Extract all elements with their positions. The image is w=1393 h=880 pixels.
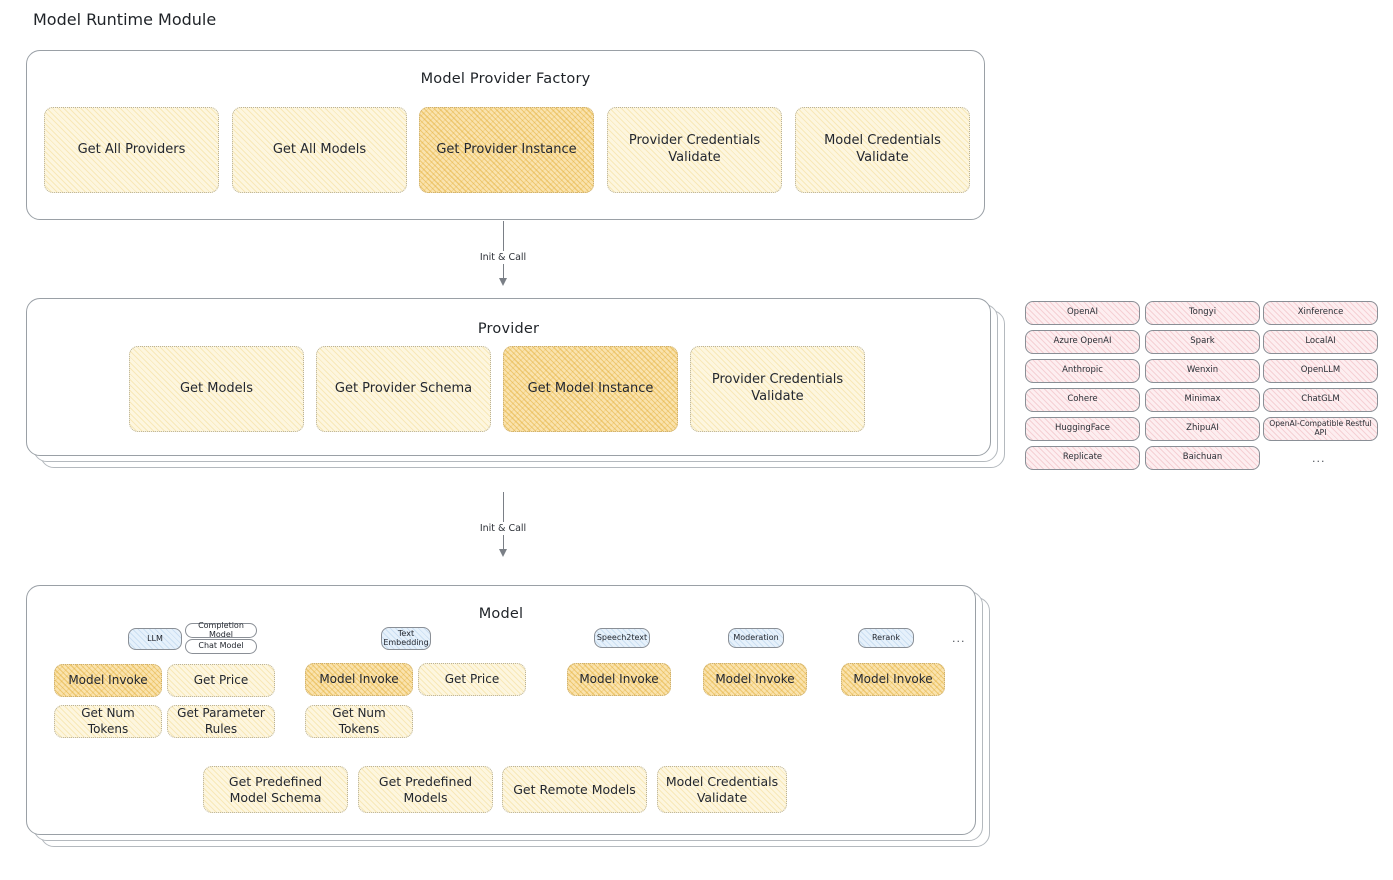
panel-title-provider: Provider bbox=[477, 321, 540, 337]
panel-title-factory: Model Provider Factory bbox=[420, 71, 591, 87]
model-type-chip-moderation[interactable]: Moderation bbox=[728, 628, 784, 648]
provider-chip-tongyi[interactable]: Tongyi bbox=[1145, 301, 1260, 325]
page-title: Model Runtime Module bbox=[33, 10, 217, 29]
provider-chip-cohere[interactable]: Cohere bbox=[1025, 388, 1140, 412]
provider-chip-localai[interactable]: LocalAI bbox=[1263, 330, 1378, 354]
node-text-embedding-get-num-tokens[interactable]: Get Num Tokens bbox=[305, 705, 413, 738]
provider-chip-openllm[interactable]: OpenLLM bbox=[1263, 359, 1378, 383]
provider-chip-anthropic[interactable]: Anthropic bbox=[1025, 359, 1140, 383]
node-get-all-models[interactable]: Get All Models bbox=[232, 107, 407, 193]
provider-chip-replicate[interactable]: Replicate bbox=[1025, 446, 1140, 470]
node-get-provider-instance[interactable]: Get Provider Instance bbox=[419, 107, 594, 193]
node-get-predefined-model-schema[interactable]: Get Predefined Model Schema bbox=[203, 766, 348, 813]
model-type-chip-text-embedding[interactable]: Text Embedding bbox=[381, 627, 431, 650]
node-text-embedding-model-invoke[interactable]: Model Invoke bbox=[305, 663, 413, 696]
provider-chip-xinference[interactable]: Xinference bbox=[1263, 301, 1378, 325]
node-llm-get-parameter-rules[interactable]: Get Parameter Rules bbox=[167, 705, 275, 738]
node-model-credentials-validate[interactable]: Model Credentials Validate bbox=[795, 107, 970, 193]
panel-title-model: Model bbox=[478, 606, 524, 622]
arrow-provider-to-model-line bbox=[503, 492, 504, 550]
provider-chip-openai-compatible-restful-api[interactable]: OpenAI-Compatible Restful API bbox=[1263, 417, 1378, 441]
node-moderation-model-invoke[interactable]: Model Invoke bbox=[703, 663, 807, 696]
provider-chip-baichuan[interactable]: Baichuan bbox=[1145, 446, 1260, 470]
arrow-factory-to-provider-line bbox=[503, 221, 504, 279]
model-type-chip-speech2text[interactable]: Speech2text bbox=[594, 628, 650, 648]
provider-chip-openai[interactable]: OpenAI bbox=[1025, 301, 1140, 325]
arrow-factory-to-provider-head bbox=[499, 278, 507, 286]
provider-chip-chatglm[interactable]: ChatGLM bbox=[1263, 388, 1378, 412]
node-llm-get-price[interactable]: Get Price bbox=[167, 664, 275, 697]
model-subchip-chat-model[interactable]: Chat Model bbox=[185, 639, 257, 654]
arrow-label-init-call-2: Init & Call bbox=[475, 522, 531, 535]
model-type-chip-rerank[interactable]: Rerank bbox=[858, 628, 914, 648]
node-llm-get-num-tokens[interactable]: Get Num Tokens bbox=[54, 705, 162, 738]
model-subchip-completion-model[interactable]: Completion Model bbox=[185, 621, 257, 638]
node-get-model-instance[interactable]: Get Model Instance bbox=[503, 346, 678, 432]
node-get-remote-models[interactable]: Get Remote Models bbox=[502, 766, 647, 813]
provider-chip-azure-openai[interactable]: Azure OpenAI bbox=[1025, 330, 1140, 354]
node-get-all-providers[interactable]: Get All Providers bbox=[44, 107, 219, 193]
node-llm-model-invoke[interactable]: Model Invoke bbox=[54, 664, 162, 697]
model-type-chip-llm[interactable]: LLM bbox=[128, 628, 182, 650]
node-get-models[interactable]: Get Models bbox=[129, 346, 304, 432]
node-model-credentials-validate-3[interactable]: Model Credentials Validate bbox=[657, 766, 787, 813]
provider-chip-huggingface[interactable]: HuggingFace bbox=[1025, 417, 1140, 441]
provider-chip-spark[interactable]: Spark bbox=[1145, 330, 1260, 354]
provider-chip-wenxin[interactable]: Wenxin bbox=[1145, 359, 1260, 383]
node-provider-credentials-validate-2[interactable]: Provider Credentials Validate bbox=[690, 346, 865, 432]
provider-chip-zhipuai[interactable]: ZhipuAI bbox=[1145, 417, 1260, 441]
node-get-predefined-models[interactable]: Get Predefined Models bbox=[358, 766, 493, 813]
node-speech2text-model-invoke[interactable]: Model Invoke bbox=[567, 663, 671, 696]
node-text-embedding-get-price[interactable]: Get Price bbox=[418, 663, 526, 696]
node-get-provider-schema[interactable]: Get Provider Schema bbox=[316, 346, 491, 432]
node-provider-credentials-validate[interactable]: Provider Credentials Validate bbox=[607, 107, 782, 193]
arrow-label-init-call-1: Init & Call bbox=[475, 251, 531, 264]
provider-list-more-ellipsis: ... bbox=[1312, 452, 1326, 465]
node-rerank-model-invoke[interactable]: Model Invoke bbox=[841, 663, 945, 696]
arrow-provider-to-model-head bbox=[499, 549, 507, 557]
provider-chip-minimax[interactable]: Minimax bbox=[1145, 388, 1260, 412]
model-groups-more-ellipsis: ... bbox=[952, 632, 966, 645]
